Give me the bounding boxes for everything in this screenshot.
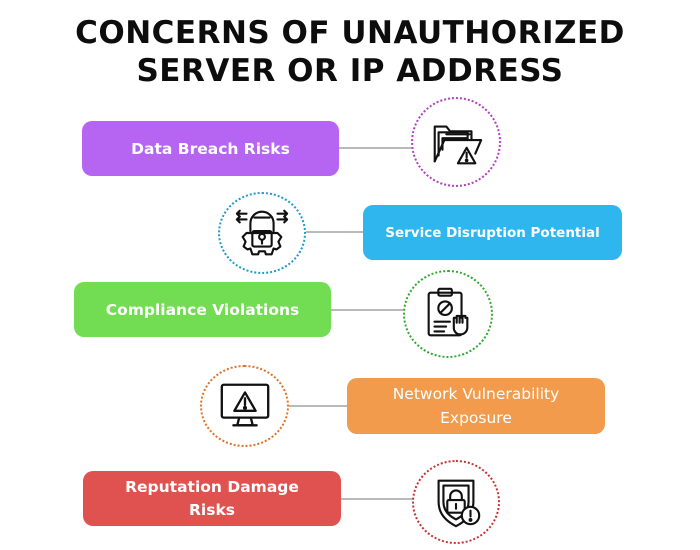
gear-lock-icon	[235, 209, 289, 256]
connector-line-1	[338, 147, 418, 149]
item-label-1: Data Breach Risks	[131, 139, 290, 158]
connector-line-2	[305, 231, 365, 233]
connector-line-3	[330, 309, 410, 311]
item-label-4: Network Vulnerability Exposure	[392, 385, 560, 427]
icon-ring-1	[411, 97, 501, 187]
item-label-3: Compliance Violations	[105, 300, 300, 319]
item-reputation-damage-risks: Reputation Damage Risks	[83, 471, 341, 526]
clipboard-fist-icon	[427, 287, 469, 337]
connector-line-4	[288, 405, 350, 407]
shield-alert-icon	[437, 479, 481, 528]
title-line-2: SERVER OR IP ADDRESS	[136, 53, 564, 89]
item-compliance-violations: Compliance Violations	[74, 282, 331, 337]
icon-ring-5	[412, 460, 500, 544]
icon-ring-4	[200, 365, 289, 447]
item-label-2: Service Disruption Potential	[385, 224, 600, 241]
monitor-warning-icon	[220, 383, 269, 427]
title-line-1: CONCERNS OF UNAUTHORIZED	[75, 15, 625, 51]
page-title: CONCERNS OF UNAUTHORIZED SERVER OR IP AD…	[0, 14, 700, 90]
icon-ring-2	[218, 192, 306, 274]
item-data-breach-risks: Data Breach Risks	[82, 121, 339, 176]
folder-warning-icon	[433, 125, 483, 165]
item-label-5: Reputation Damage Risks	[125, 477, 299, 519]
item-service-disruption-potential: Service Disruption Potential	[363, 205, 622, 260]
item-network-vulnerability-exposure: Network Vulnerability Exposure	[347, 378, 605, 434]
icon-ring-3	[403, 270, 493, 358]
connector-line-5	[340, 498, 420, 500]
